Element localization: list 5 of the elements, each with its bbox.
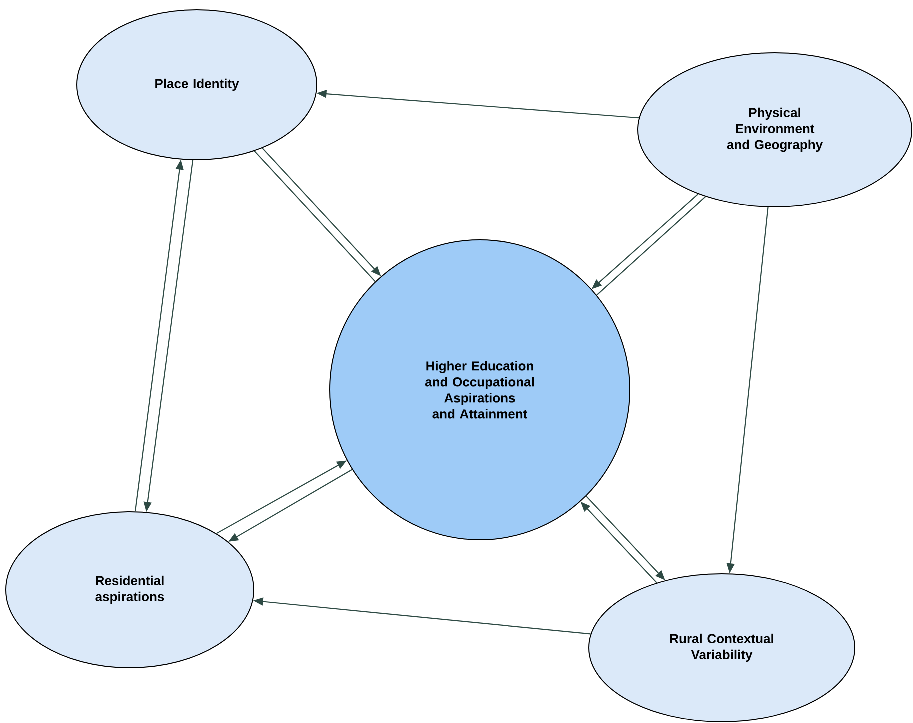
ellipse-node: Physical Environment and Geography — [638, 52, 912, 208]
ellipse-node: Place Identity — [76, 10, 318, 160]
ellipse-node: Residential aspirations — [6, 512, 254, 668]
ellipse-node: Rural Contextual Variability — [588, 574, 856, 722]
circle-node: Higher Education and Occupational Aspirations and Attainment — [330, 240, 630, 540]
